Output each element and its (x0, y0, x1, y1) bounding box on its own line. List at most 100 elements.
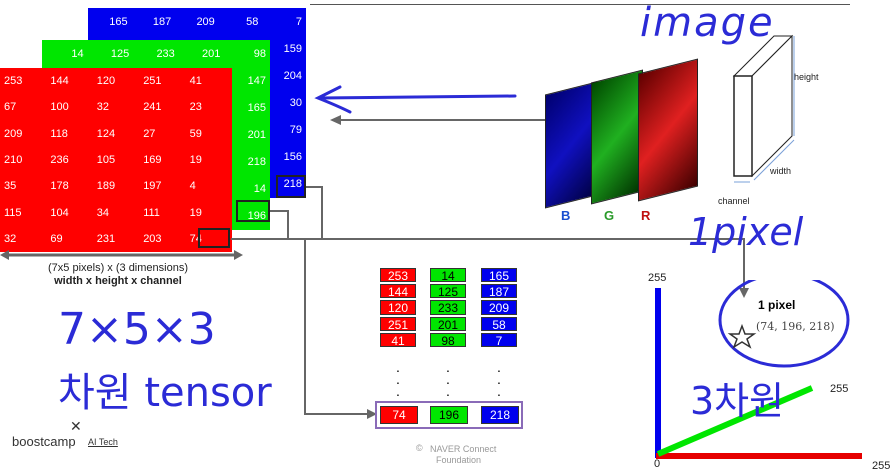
credit-line2: Foundation (436, 455, 482, 465)
label-b: B (561, 208, 571, 223)
pixel-box-coords: (74, 196, 218) (756, 320, 835, 333)
blue-vector-value: 7 (481, 332, 517, 348)
red-pixel-highlight (198, 228, 230, 248)
red-matrix-cell: 41 (189, 75, 202, 88)
hand-tensor-word: 차원 tensor (58, 370, 272, 416)
hand-image: image (640, 0, 775, 46)
green-matrix-cell: 201 (202, 47, 221, 60)
green-matrix-cell: 147 (247, 74, 266, 87)
blue-matrix-cell: 79 (289, 124, 302, 137)
green-vector-value: 201 (430, 316, 466, 332)
red-matrix-cell: 34 (96, 206, 110, 219)
red-matrix-cell: 169 (143, 153, 162, 166)
red-vector-value: 253 (380, 268, 416, 283)
red-matrix-cell: 118 (50, 127, 68, 140)
red-matrix-cell: 124 (96, 127, 116, 140)
hand-pixel: 1pixel (688, 210, 804, 254)
red-matrix-cell: 35 (4, 180, 17, 193)
green-pixel-highlight (236, 200, 270, 222)
red-vector-value: 144 (380, 284, 416, 299)
green-matrix-cell: 98 (253, 47, 266, 60)
credit-line1: NAVER Connect (430, 444, 497, 454)
red-matrix-cell: 23 (189, 101, 202, 114)
red-matrix-cell: 115 (4, 206, 22, 219)
pixel-g-value: 196 (430, 406, 468, 424)
hand-tensor-shape: 7×5×3 (58, 304, 216, 355)
red-matrix-cell: 210 (4, 153, 23, 166)
red-matrix-cell: 144 (50, 75, 69, 88)
red-matrix-cell: 231 (96, 232, 116, 245)
credit-icon: © (416, 443, 423, 453)
green-matrix-cell: 165 (247, 101, 266, 114)
green-matrix-cell: 14 (253, 183, 266, 196)
dims-sublabel: width x height x channel (54, 275, 182, 287)
blue-matrix-cell: 30 (289, 96, 302, 109)
red-matrix-cell: 178 (50, 180, 69, 193)
volume-diagram (732, 34, 795, 183)
red-matrix-cell: 19 (189, 153, 202, 166)
brand-suffix: AI Tech (88, 437, 118, 447)
blue-vector-value: 58 (481, 316, 517, 332)
green-matrix-cell: 125 (110, 47, 130, 60)
green-matrix-cell: 233 (156, 47, 175, 60)
red-matrix-cell: 19 (189, 206, 202, 219)
pixel-box-title: 1 pixel (758, 298, 796, 312)
blue-vector-value: 187 (481, 284, 517, 299)
blue-vector-value: 165 (481, 268, 517, 283)
red-matrix-cell: 105 (96, 153, 116, 166)
red-matrix-cell: 32 (96, 101, 110, 114)
blue-pixel-highlight (276, 175, 306, 198)
red-matrix-cell: 27 (143, 127, 156, 140)
red-matrix-cell: 111 (143, 206, 160, 219)
top-divider (310, 4, 850, 5)
red-vector-value: 120 (380, 300, 416, 315)
blue-matrix-cell: 7 (295, 15, 302, 28)
blue-matrix-cell: 204 (283, 69, 302, 82)
blue-matrix-cell: 165 (109, 15, 128, 28)
x-axis-max: 255 (872, 460, 891, 472)
green-channel-image (591, 69, 643, 205)
pixel-b-value: 218 (481, 406, 519, 424)
green-matrix-cell: 201 (247, 128, 266, 141)
red-matrix-cell: 120 (96, 75, 116, 88)
blue-matrix-cell: 58 (246, 15, 259, 28)
line-end-label: 255 (830, 383, 849, 395)
red-matrix-cell: 251 (143, 75, 162, 88)
red-matrix-cell: 253 (4, 75, 23, 88)
blue-matrix-cell: 156 (283, 151, 302, 164)
blue-matrix-cell: 209 (196, 15, 215, 28)
brand-name: boostcamp (12, 434, 76, 449)
red-matrix-cell: 69 (50, 232, 63, 245)
green-vector-value: 233 (430, 300, 466, 315)
green-vector-value: 98 (430, 332, 466, 348)
label-g: G (604, 208, 615, 223)
green-ellipsis: ··· (445, 362, 451, 402)
channel-label: channel (718, 196, 750, 206)
red-matrix-cell: 100 (50, 101, 69, 114)
blue-ellipsis: ··· (496, 362, 502, 402)
height-label: height (794, 72, 819, 82)
y-axis-max: 255 (648, 272, 667, 284)
blue-matrix-cell: 218 (283, 178, 302, 191)
red-matrix-cell: 59 (189, 127, 202, 140)
origin-label: 0 (654, 458, 661, 470)
red-matrix-cell: 241 (143, 101, 162, 114)
red-vector-value: 251 (380, 316, 416, 332)
red-matrix-cell: 104 (50, 206, 69, 219)
red-matrix-cell: 32 (4, 232, 17, 245)
width-arrow (0, 250, 243, 260)
red-matrix-cell: 197 (143, 180, 162, 193)
hand-3d: 3차원 (690, 379, 785, 423)
red-channel-image (638, 58, 698, 202)
red-matrix-cell: 203 (143, 232, 162, 245)
red-matrix-cell: 236 (50, 153, 69, 166)
red-matrix-cell: 4 (189, 180, 196, 193)
pixel-r-value: 74 (380, 406, 418, 424)
blue-matrix-cell: 187 (152, 15, 172, 28)
red-vector-value: 41 (380, 332, 416, 348)
